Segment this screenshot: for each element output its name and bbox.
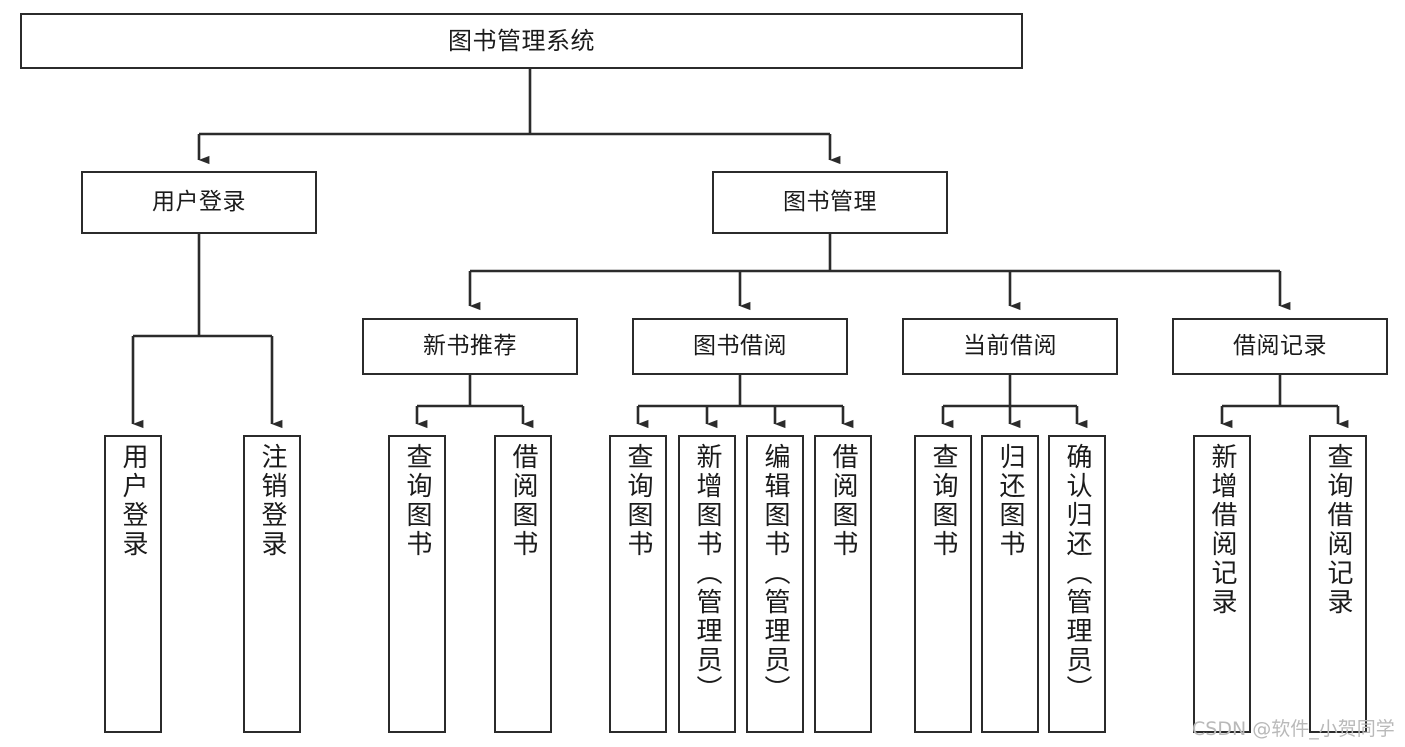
node-label: 新书推荐 [423, 332, 517, 359]
node-book-management[interactable]: 图书管理 [712, 171, 948, 234]
leaf-current-confirm-return-admin[interactable]: 确认归还（管理员） [1048, 435, 1106, 733]
leaf-borrow-edit-book-admin[interactable]: 编辑图书（管理员） [746, 435, 804, 733]
leaf-recommend-borrow-book[interactable]: 借阅图书 [494, 435, 552, 733]
node-label: 归还图书 [995, 443, 1025, 559]
node-new-book-recommend[interactable]: 新书推荐 [362, 318, 578, 375]
node-label: 用户登录 [118, 443, 148, 559]
watermark-text: CSDN @软件_小贺同学 [1192, 718, 1395, 740]
node-label: 当前借阅 [963, 332, 1057, 359]
node-label: 借阅记录 [1233, 332, 1327, 359]
leaf-user-login-signin[interactable]: 用户登录 [104, 435, 162, 733]
node-current-borrow[interactable]: 当前借阅 [902, 318, 1118, 375]
node-borrow-record[interactable]: 借阅记录 [1172, 318, 1388, 375]
node-label: 新增图书（管理员） [692, 443, 722, 704]
leaf-recommend-query-book[interactable]: 查询图书 [388, 435, 446, 733]
leaf-borrow-add-book-admin[interactable]: 新增图书（管理员） [678, 435, 736, 733]
node-label: 图书管理 [783, 188, 877, 215]
node-label: 查询图书 [402, 443, 432, 559]
leaf-borrow-borrow-book[interactable]: 借阅图书 [814, 435, 872, 733]
leaf-record-add-record[interactable]: 新增借阅记录 [1193, 435, 1251, 733]
node-label: 查询图书 [928, 443, 958, 559]
leaf-borrow-query-book[interactable]: 查询图书 [609, 435, 667, 733]
node-label: 查询借阅记录 [1323, 443, 1353, 617]
node-label: 新增借阅记录 [1207, 443, 1237, 617]
leaf-current-query-book[interactable]: 查询图书 [914, 435, 972, 733]
node-label: 用户登录 [152, 188, 246, 215]
node-book-borrow[interactable]: 图书借阅 [632, 318, 848, 375]
leaf-current-return-book[interactable]: 归还图书 [981, 435, 1039, 733]
node-label: 确认归还（管理员） [1062, 443, 1092, 704]
node-label: 注销登录 [257, 443, 287, 559]
node-label: 借阅图书 [828, 443, 858, 559]
node-label: 图书借阅 [693, 332, 787, 359]
leaf-user-login-signout[interactable]: 注销登录 [243, 435, 301, 733]
node-root-system[interactable]: 图书管理系统 [20, 13, 1023, 69]
node-label: 编辑图书（管理员） [760, 443, 790, 704]
node-label: 图书管理系统 [448, 26, 595, 55]
leaf-record-query-record[interactable]: 查询借阅记录 [1309, 435, 1367, 733]
node-label: 查询图书 [623, 443, 653, 559]
node-user-login[interactable]: 用户登录 [81, 171, 317, 234]
node-label: 借阅图书 [508, 443, 538, 559]
